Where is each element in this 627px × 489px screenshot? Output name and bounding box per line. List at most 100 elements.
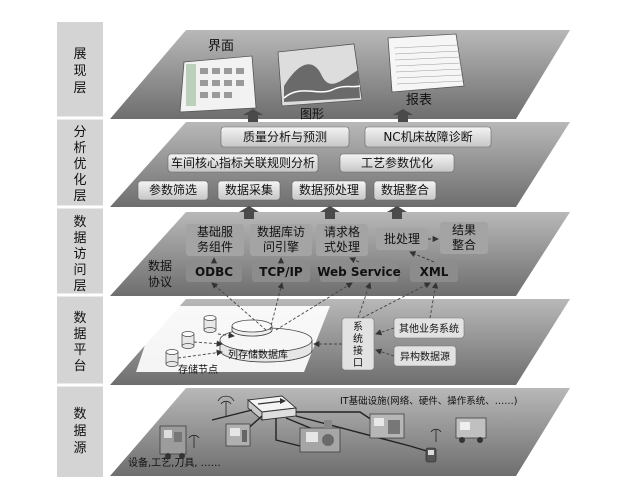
side-char: 台 [73, 359, 86, 374]
box-nc-fault [364, 126, 492, 148]
network-hub-icon [246, 395, 298, 421]
dashed-arrow [375, 327, 395, 336]
protocol-label-line1: 数据 [148, 258, 172, 273]
side-char: 层 [73, 189, 86, 204]
machine-icon [299, 420, 341, 453]
handheld-device-icon [425, 447, 437, 463]
protocol-xml [410, 262, 458, 282]
box-basic-service-line1: 基础服 [197, 225, 233, 239]
protocol-webservice-text: Web Service [317, 265, 401, 279]
box-process-opt [339, 153, 455, 173]
box-nc-fault-text: NC机床故障诊断 [383, 129, 472, 144]
storage-node-label: 存储节点 [178, 363, 218, 376]
protocol-tcpip [252, 262, 310, 282]
side-label-access: 数 据 访 问 层 [73, 215, 86, 294]
box-data-merge [373, 180, 437, 201]
box-quality-analysis [220, 126, 350, 148]
side-label-presentation: 展 现 层 [73, 47, 86, 96]
network-cable [296, 411, 373, 421]
side-label-source: 数 据 源 [73, 407, 86, 456]
box-request-format-line2: 式处理 [324, 240, 360, 254]
side-char: 析 [73, 141, 86, 156]
side-char: 现 [73, 64, 86, 79]
network-cable [295, 415, 431, 453]
box-request-format [316, 224, 368, 256]
up-arrows-analysis [239, 109, 413, 219]
box-param-filter-text: 参数筛选 [149, 182, 197, 197]
box-data-merge-text: 数据整合 [381, 182, 429, 197]
box-basic-service [186, 224, 244, 256]
network-cable [211, 409, 253, 421]
machine-icon [369, 413, 405, 439]
box-db-access [250, 224, 312, 256]
side-char: 数 [73, 215, 86, 230]
box-result-line2: 整合 [452, 237, 476, 252]
dashed-arrow [409, 251, 435, 263]
box-other-systems-text: 其他业务系统 [399, 322, 459, 335]
antenna-icon [217, 395, 235, 416]
box-db-access-line2: 问引擎 [263, 239, 299, 254]
network-cables [211, 409, 431, 453]
side-char: 数 [73, 311, 86, 326]
up-arrow [320, 206, 340, 219]
box-result [440, 222, 488, 254]
dashed-arrow [349, 257, 360, 264]
antenna-icon [430, 428, 442, 442]
box-data-collect [217, 180, 281, 201]
side-char: 层 [73, 81, 86, 96]
antenna-icon [188, 434, 200, 448]
box-result-line1: 结果 [452, 223, 476, 237]
side-label-platform: 数 据 平 台 [73, 311, 86, 374]
side-char: 据 [73, 424, 86, 439]
dashed-arrow [269, 282, 284, 331]
storage-node-icon [165, 349, 179, 367]
protocol-odbc-text: ODBC [195, 265, 233, 279]
box-workshop-rules-text: 车间核心指标关联规则分析 [171, 155, 315, 170]
side-char: 分 [73, 125, 86, 140]
up-arrow [393, 109, 413, 122]
interface-char: 系 [353, 321, 363, 333]
side-char: 化 [73, 173, 86, 188]
interface-char: 接 [353, 344, 363, 357]
column-store-db-label: 列存储数据库 [228, 348, 288, 361]
dashed-arrow [217, 332, 235, 339]
side-char: 数 [73, 407, 86, 422]
presentation-graph-thumbnail [277, 43, 363, 107]
dashed-arrow [429, 282, 439, 319]
side-char: 层 [73, 279, 86, 294]
machine-icon [225, 423, 251, 447]
side-char: 优 [73, 157, 86, 172]
side-char: 访 [73, 247, 86, 262]
machine-icon [455, 417, 487, 443]
box-db-access-line1: 数据库访 [257, 224, 305, 239]
dashed-arrow [361, 282, 431, 319]
protocol-label-line2: 协议 [148, 274, 172, 289]
dashed-arrow [177, 349, 223, 359]
box-quality-analysis-text: 质量分析与预测 [243, 130, 327, 144]
protocol-xml-text: XML [420, 265, 449, 279]
box-workshop-rules [167, 153, 319, 173]
presentation-report-thumbnail [387, 33, 465, 93]
network-cable [275, 418, 301, 447]
up-arrow [243, 109, 263, 122]
column-store-db [219, 319, 313, 363]
platform-dashed-arrows [177, 282, 439, 359]
interface-char: 口 [353, 358, 363, 369]
box-data-preprocess [291, 180, 367, 201]
dashed-arrow [357, 282, 372, 319]
machine-icon [159, 425, 187, 459]
box-process-opt-text: 工艺参数优化 [361, 155, 433, 170]
side-label-column [57, 22, 103, 477]
side-char: 源 [73, 441, 86, 456]
dashed-arrow [375, 348, 395, 357]
presentation-report-label: 报表 [406, 93, 432, 108]
protocol-tcpip-text: TCP/IP [259, 265, 303, 279]
interface-char: 统 [353, 332, 363, 345]
up-arrow [387, 206, 407, 219]
side-char: 平 [73, 343, 86, 358]
box-batch [376, 228, 428, 250]
equipment-label: 设备,工艺,刀具, …… [128, 456, 221, 469]
side-char: 据 [73, 327, 86, 342]
protocol-odbc [186, 262, 242, 282]
